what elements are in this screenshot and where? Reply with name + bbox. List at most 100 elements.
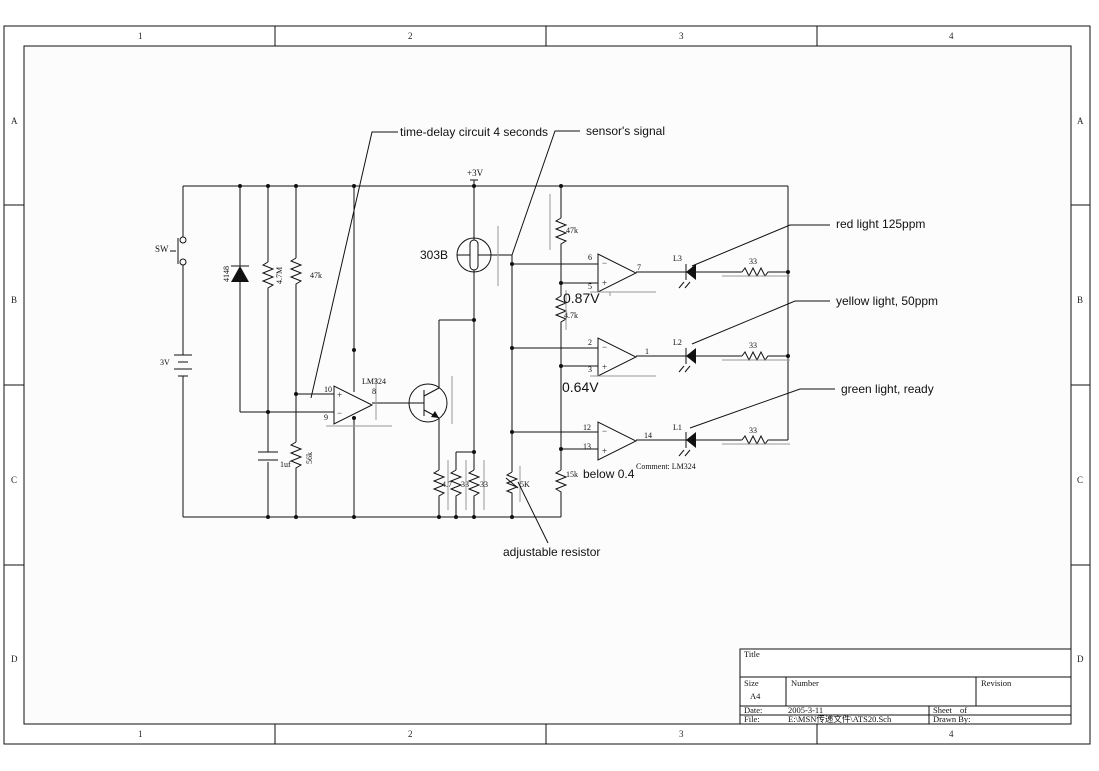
resistor-4-7m-label: 4.7M: [275, 267, 284, 284]
resistor-4-7m: [261, 261, 275, 290]
tb-file-label: File:: [744, 714, 760, 724]
resistor-4-7k-label: 4.7k: [564, 311, 578, 320]
resistor-15k-label: 15k: [566, 470, 578, 479]
row-label-right-b: B: [1077, 295, 1083, 305]
opamp-lm324-main: + − LM324 8 10 9: [324, 377, 392, 427]
svg-text:+: +: [337, 390, 342, 400]
grid-labels: 1 2 3 4 1 2 3 4 A B C D A B C D: [11, 31, 1084, 739]
led-l2: L2: [673, 338, 696, 373]
annotation-leaders: [310, 130, 835, 544]
col-label-bottom-3: 3: [679, 729, 684, 739]
supply-label: +3V: [467, 168, 484, 178]
tb-of-label: of: [960, 705, 967, 715]
resistor-15k: [554, 469, 568, 494]
resistor-4-7: [432, 469, 446, 498]
junctions: [238, 184, 790, 519]
resistor-led-1-label: 33: [749, 257, 757, 266]
comparator-3: − + 12 13 14: [583, 421, 652, 461]
col-label-bottom-1: 1: [138, 729, 143, 739]
tb-drawn-by-label: Drawn By:: [933, 714, 971, 724]
capacitor-label: 1uf: [280, 460, 291, 469]
tb-sheet-label: Sheet: [933, 705, 953, 715]
comment-lm324: Comment: LM324: [636, 462, 696, 471]
resistor-47k-right: [554, 217, 568, 246]
title-block: Title Size A4 Number Revision Date: 2005…: [739, 648, 1072, 725]
annotation-yellow-light: yellow light, 50ppm: [836, 294, 938, 308]
pot-wiper: [505, 477, 519, 489]
comparator-2: −+ 2 3 1: [588, 337, 656, 377]
svg-text:+: +: [602, 446, 607, 456]
grey-marks: [519, 194, 790, 502]
svg-text:−: −: [602, 426, 607, 436]
resistor-led-2-label: 33: [749, 341, 757, 350]
row-label-right-c: C: [1077, 475, 1083, 485]
annotation-voltage-064: 0.64V: [562, 379, 599, 395]
row-label-left-c: C: [11, 475, 17, 485]
annotation-sensor-signal: sensor's signal: [586, 124, 665, 138]
col-label-bottom-2: 2: [408, 729, 413, 739]
diode-label: 4148: [222, 266, 231, 282]
led-l3-label: L3: [673, 254, 682, 263]
opamp-main-label: LM324: [362, 377, 386, 386]
resistor-47k-right-label: 47k: [566, 226, 578, 235]
led-l1: L1: [673, 423, 696, 457]
battery-label: 3V: [160, 358, 170, 367]
tb-title-label: Title: [744, 649, 760, 659]
inner-frame: [23, 45, 1072, 725]
comp3-pin-out: 14: [644, 431, 652, 440]
comp3-pin-minus: 12: [583, 423, 591, 432]
col-label-bottom-4: 4: [949, 729, 954, 739]
row-label-right-a: A: [1077, 116, 1084, 126]
tb-number-label: Number: [791, 678, 819, 688]
tb-date-value: 2005-3-11: [788, 705, 823, 715]
diode-4148: 4148: [222, 265, 249, 282]
annotation-below: below 0.4: [583, 467, 635, 481]
annotation-time-delay: time-delay circuit 4 seconds: [400, 125, 548, 139]
led-l2-label: L2: [673, 338, 682, 347]
tb-date-label: Date:: [744, 705, 762, 715]
comp1-pin-out: 7: [637, 263, 641, 272]
tb-size-label: Size: [744, 678, 759, 688]
transistor-npn: [408, 376, 453, 424]
tb-size-value: A4: [750, 691, 761, 701]
resistor-47k-left: [289, 257, 303, 290]
sensor-303b: 303B: [420, 226, 499, 286]
annotation-red-light: red light 125ppm: [836, 217, 925, 231]
annotation-green-light: green light, ready: [841, 382, 934, 396]
svg-text:−: −: [602, 342, 607, 352]
opamp-main-pin10: 10: [324, 385, 332, 394]
svg-text:−: −: [602, 258, 607, 268]
row-label-left-d: D: [11, 654, 18, 664]
opamp-main-pin9: 9: [324, 413, 328, 422]
col-label-top-2: 2: [408, 31, 413, 41]
row-label-left-b: B: [11, 295, 17, 305]
comp1-pin-plus: 5: [588, 282, 592, 291]
svg-text:+: +: [602, 362, 607, 372]
resistor-47k-left-label: 47k: [310, 271, 322, 280]
annotation-voltage-087: 0.87V: [563, 290, 600, 306]
switch-label: SW: [155, 244, 169, 254]
battery: [174, 354, 192, 380]
led-l1-label: L1: [673, 423, 682, 432]
pot-label: 5K: [520, 480, 530, 489]
wires: [182, 180, 789, 518]
tb-file-value: E:\MSN传递文件\ATS20.Sch: [788, 714, 892, 724]
comp2-pin-minus: 2: [588, 338, 592, 347]
switch-sw: SW: [155, 236, 187, 266]
resistor-33-a-label: 33: [461, 480, 469, 489]
capacitor-1uf: [258, 451, 278, 461]
comp1-pin-minus: 6: [588, 253, 592, 262]
row-label-right-d: D: [1077, 654, 1084, 664]
led-l3: L3: [673, 254, 696, 289]
svg-text:−: −: [337, 408, 342, 418]
resistor-56k-label: 56k: [305, 452, 314, 464]
resistor-4-7-label: 4.7: [442, 480, 452, 489]
resistor-33-b: [467, 469, 481, 498]
sensor-label: 303B: [420, 248, 448, 262]
potentiometer-5k: [505, 471, 519, 496]
comp3-pin-plus: 13: [583, 442, 591, 451]
comp2-pin-plus: 3: [588, 365, 592, 374]
annotation-adjustable-resistor: adjustable resistor: [503, 545, 600, 559]
resistor-led-3-label: 33: [749, 426, 757, 435]
